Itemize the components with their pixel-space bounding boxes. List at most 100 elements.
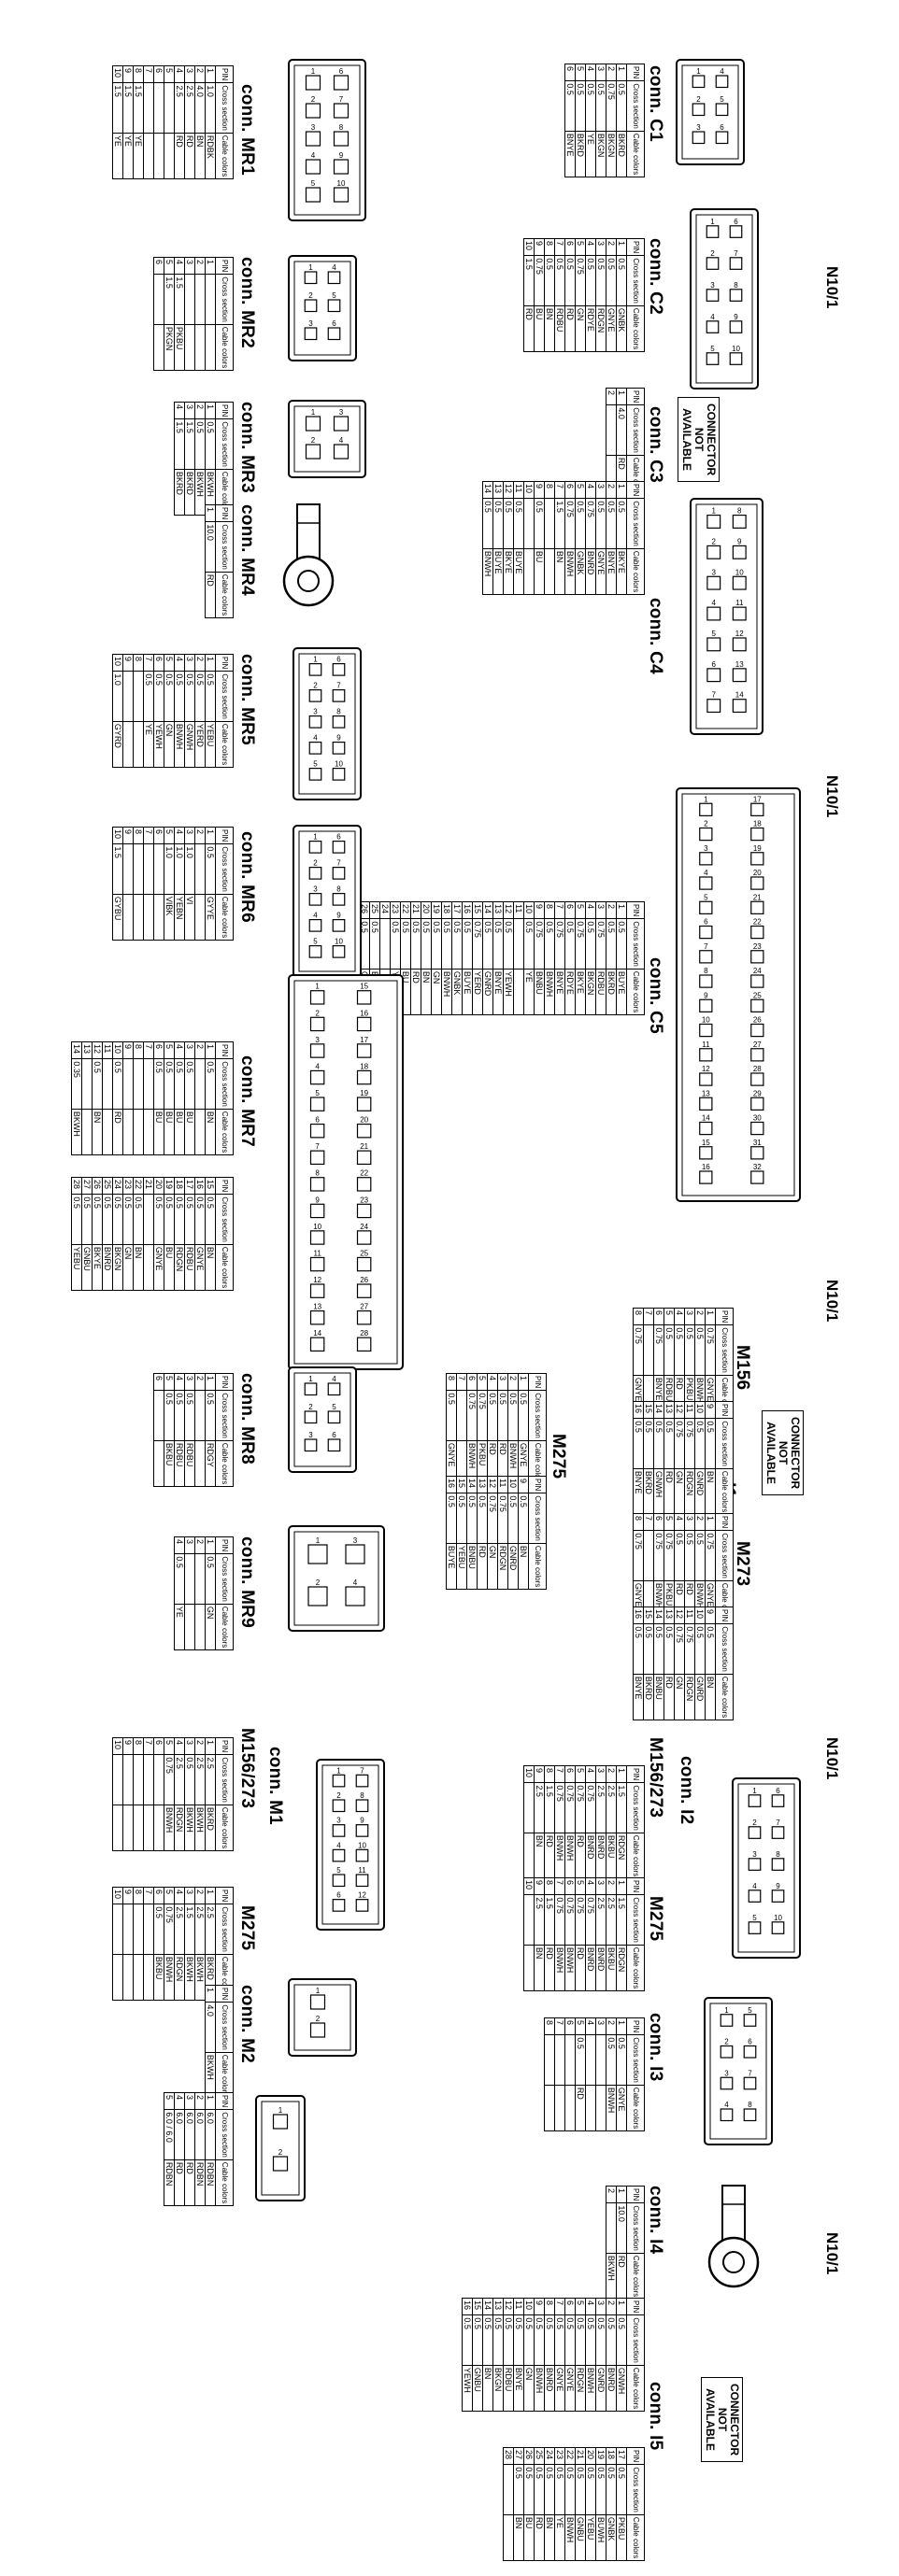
cable-color-cell: BNWH (564, 548, 576, 595)
pin-cell: 15 (205, 1177, 216, 1195)
cross-section-cell: 0.5 (564, 2464, 576, 2515)
header-cross: Cross section (626, 404, 645, 456)
cable-color-cell (564, 2085, 576, 2131)
cable-color-cell: BNWH (174, 721, 185, 768)
pin-socket (732, 606, 747, 621)
pin-number: 12 (702, 1065, 710, 1073)
cross-section-cell: 0.5 (705, 1418, 716, 1469)
cross-section-cell: 0.5 (595, 2314, 606, 2366)
pin-socket (706, 257, 720, 270)
table-row: 10 (523, 1877, 535, 1991)
pin-cell: 2 (606, 1877, 617, 1895)
pin-socket (729, 352, 743, 365)
cable-color-cell: YEBN (174, 894, 185, 941)
pin-cell: 1 (205, 1887, 216, 1904)
header-cross: Cross section (626, 2202, 645, 2254)
pin-number: 2 (311, 95, 316, 104)
pin-cell: 6 (564, 2298, 576, 2315)
cable-color-cell: BU (174, 1109, 185, 1155)
cable-color-cell: GNBK (451, 969, 463, 1015)
pin-cell: 6 (564, 901, 576, 919)
cross-section-cell: 1.5 (174, 274, 185, 325)
cross-section-cell: 0.75 (472, 918, 483, 970)
pin-cell: 2 (194, 257, 206, 275)
terminal-barrel (721, 2185, 746, 2243)
pin-cell: 1 (205, 654, 216, 672)
pin-number: 5 (710, 345, 715, 353)
cross-section-cell (456, 1390, 467, 1441)
cross-section-cell: 1.5 (112, 843, 123, 895)
pin-cell: 15 (643, 1401, 654, 1419)
cross-section-cell: 0.5 (184, 1754, 195, 1805)
cross-section-cell: 0.75 (606, 80, 617, 132)
pin-cell: 12 (503, 481, 514, 499)
cable-color-cell: BNYE (633, 1468, 644, 1515)
pin-number: 25 (360, 1249, 368, 1257)
cable-color-cell: GNBK (616, 305, 627, 352)
cross-section-cell: 1.5 (544, 1782, 555, 1833)
cable-color-cell (143, 1244, 154, 1291)
header-cable: Cable colors (215, 1440, 234, 1487)
header-cable: Cable colors (626, 305, 645, 352)
pin-cell: 11 (513, 901, 524, 919)
cable-color-cell: YE (523, 969, 535, 1015)
pin-socket (272, 2156, 289, 2172)
cross-section-cell: 0.5 (205, 1553, 216, 1605)
pin-cell: 1 (705, 1308, 716, 1325)
pin-cell: 21 (143, 1177, 154, 1195)
pin-socket (692, 75, 706, 89)
cross-section-cell: 0.5 (174, 1058, 185, 1110)
connector-title-mr5: conn. MR5 (237, 654, 257, 745)
pin-number: 8 (734, 281, 738, 290)
connector-housing (690, 208, 759, 389)
pin-number: 3 (710, 281, 715, 290)
pin-cell: 8 (544, 901, 555, 919)
pin-socket (309, 1309, 325, 1325)
table-row: 2 (194, 1041, 206, 1155)
cross-section-cell: 1.0 (112, 671, 123, 722)
cable-color-cell: YEBU (585, 2514, 596, 2561)
cable-color-cell: BN (534, 1945, 545, 1991)
cross-section-cell: 0.5 (92, 1058, 103, 1110)
header-cross: Cross section (215, 2109, 234, 2160)
unit-label-n10-1: N10/1 (823, 775, 841, 818)
connector-housing (288, 1366, 357, 1473)
pin-socket (327, 299, 341, 313)
connector-face (293, 980, 398, 1365)
pin-socket (332, 741, 346, 755)
pin-socket (699, 1146, 713, 1160)
connector-housing (288, 974, 404, 1370)
pin-socket (750, 1146, 764, 1160)
header-cable: Cable colors (215, 1805, 234, 1851)
pin-number: 2 (696, 95, 701, 104)
pin-cell: 10 (507, 1476, 519, 1493)
pin-cell: 1 (705, 1513, 716, 1531)
header-cross: Cross section (715, 1530, 734, 1581)
header-cross: Cross section (715, 1418, 734, 1469)
pin-socket (333, 159, 350, 175)
pin-cell: 5 (575, 481, 586, 499)
pin-number: 3 (704, 844, 708, 853)
pin-socket (706, 320, 720, 333)
pin-cell: 5 (164, 1041, 175, 1059)
cable-color-cell: BNWH (564, 1945, 576, 1991)
